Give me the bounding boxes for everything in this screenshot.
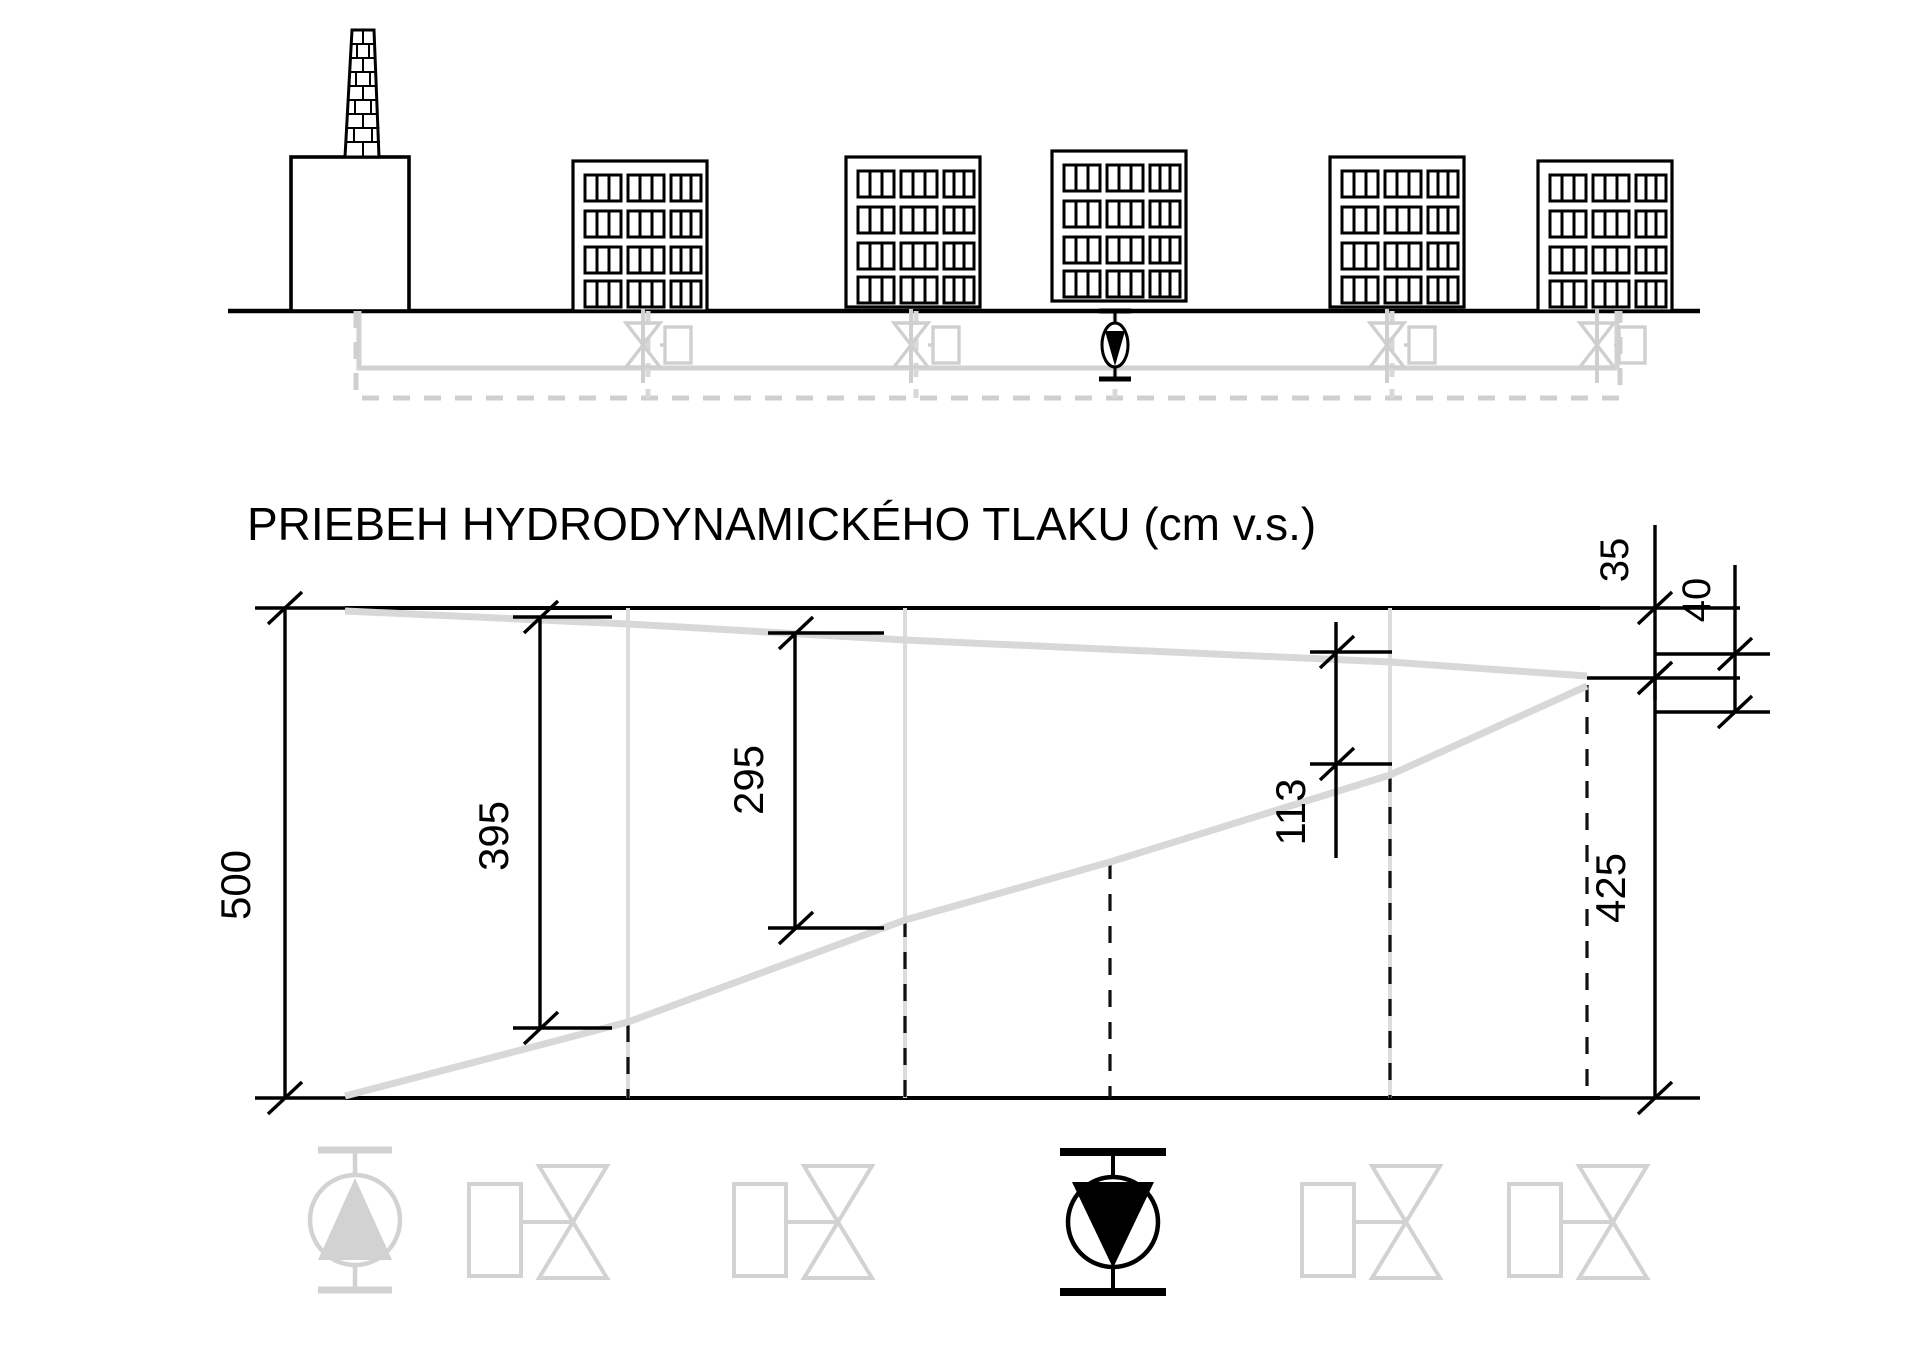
valve-symbol-1[interactable] bbox=[467, 1164, 609, 1280]
pumping-station bbox=[289, 28, 411, 313]
dimension-113: 113 bbox=[1267, 622, 1392, 858]
dimension-395: 395 bbox=[470, 599, 612, 1046]
dimension-35: 35 bbox=[1593, 525, 1740, 700]
building-1 bbox=[571, 159, 709, 313]
dimension-40-label: 40 bbox=[1675, 578, 1719, 623]
pump-symbol-source[interactable] bbox=[307, 1146, 403, 1294]
page-title: PRIEBEH HYDRODYNAMICKÉHO TLAKU (cm v.s.) bbox=[247, 498, 1316, 550]
dimension-395-label: 395 bbox=[470, 801, 517, 871]
station-verticals bbox=[626, 608, 1392, 1098]
series-hydrodynamic-line bbox=[344, 607, 1588, 680]
pump-symbol-booster[interactable] bbox=[1060, 1148, 1166, 1296]
series-terrain-line bbox=[344, 682, 1589, 1100]
pressure-diagram: 500 395 295 113 bbox=[212, 525, 1770, 1116]
dashed-verticals bbox=[626, 685, 1589, 1098]
building-5 bbox=[1536, 159, 1674, 313]
dimension-113-label: 113 bbox=[1267, 779, 1314, 846]
building-4 bbox=[1328, 155, 1466, 309]
network-valve-4[interactable] bbox=[1578, 307, 1647, 385]
valve-symbol-2[interactable] bbox=[732, 1164, 874, 1280]
building-3 bbox=[1050, 149, 1188, 303]
bottom-symbol-row bbox=[307, 1146, 1649, 1296]
dimension-35-label: 35 bbox=[1593, 538, 1637, 583]
dimension-295-label: 295 bbox=[725, 745, 772, 815]
dimension-40: 40 bbox=[1655, 565, 1770, 730]
building-2 bbox=[844, 155, 982, 309]
dimension-500-label: 500 bbox=[212, 850, 259, 920]
pipe-network bbox=[353, 311, 1623, 401]
dimension-425: 425 bbox=[1587, 660, 1740, 1116]
network-valve-2[interactable] bbox=[892, 307, 961, 385]
network-valve-1[interactable] bbox=[624, 307, 693, 385]
schematic-profile bbox=[228, 28, 1700, 401]
dimension-295: 295 bbox=[725, 615, 884, 946]
dimension-425-label: 425 bbox=[1587, 853, 1634, 923]
chimney-bricks bbox=[345, 30, 381, 157]
valve-symbol-3[interactable] bbox=[1300, 1164, 1442, 1280]
dimension-500: 500 bbox=[212, 590, 345, 1116]
valve-symbol-4[interactable] bbox=[1507, 1164, 1649, 1280]
network-valve-3[interactable] bbox=[1368, 307, 1437, 385]
